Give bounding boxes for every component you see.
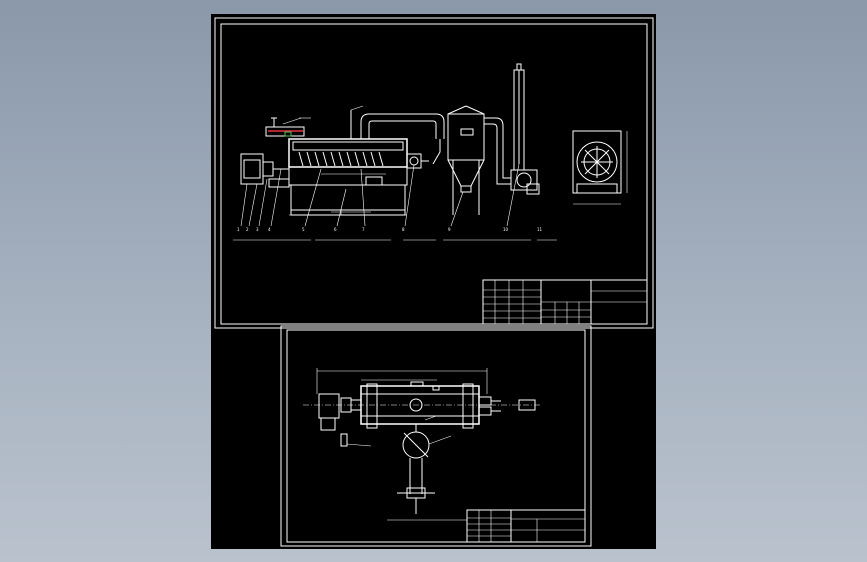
callout-numbers: 1 2 3 4 5 6 7 8 9 10 11 [237,227,543,232]
cad-drawing: 1 2 3 4 5 6 7 8 9 10 11 [214,17,654,547]
callout-2: 2 [246,227,249,232]
fluid-bed-dryer [288,105,429,216]
fan-duct [484,117,511,185]
induced-draft-fan [510,63,540,195]
cyclone-separator [447,105,485,215]
dryer-end-view [572,130,628,205]
bottom-sheet-outer-border [280,325,592,547]
bottom-sheet [280,325,592,547]
callout-5: 5 [302,227,305,232]
callout-6: 6 [334,227,337,232]
top-sheet: 1 2 3 4 5 6 7 8 9 10 11 [214,17,654,329]
bottom-title-block [466,509,586,543]
callout-11: 11 [537,227,543,232]
exhaust-duct [360,113,445,165]
callout-7: 7 [362,227,365,232]
drive-motor [318,393,362,431]
callout-3: 3 [256,227,259,232]
cyclone-plan [397,415,452,514]
screw-feeder [240,153,290,188]
cad-viewport[interactable]: 1 2 3 4 5 6 7 8 9 10 11 [211,14,656,549]
top-sheet-inner-border [220,23,648,325]
callout-10: 10 [503,227,509,232]
top-title-block [482,279,648,325]
callout-8: 8 [402,227,405,232]
feed-hopper [265,117,311,137]
bottom-sheet-inner-border [286,329,586,543]
dryer-cylinder-plan [340,381,536,447]
callout-leaders [240,163,520,227]
top-sheet-outer-border [214,17,654,329]
callout-9: 9 [448,227,451,232]
callout-4: 4 [268,227,271,232]
callout-1: 1 [237,227,240,232]
